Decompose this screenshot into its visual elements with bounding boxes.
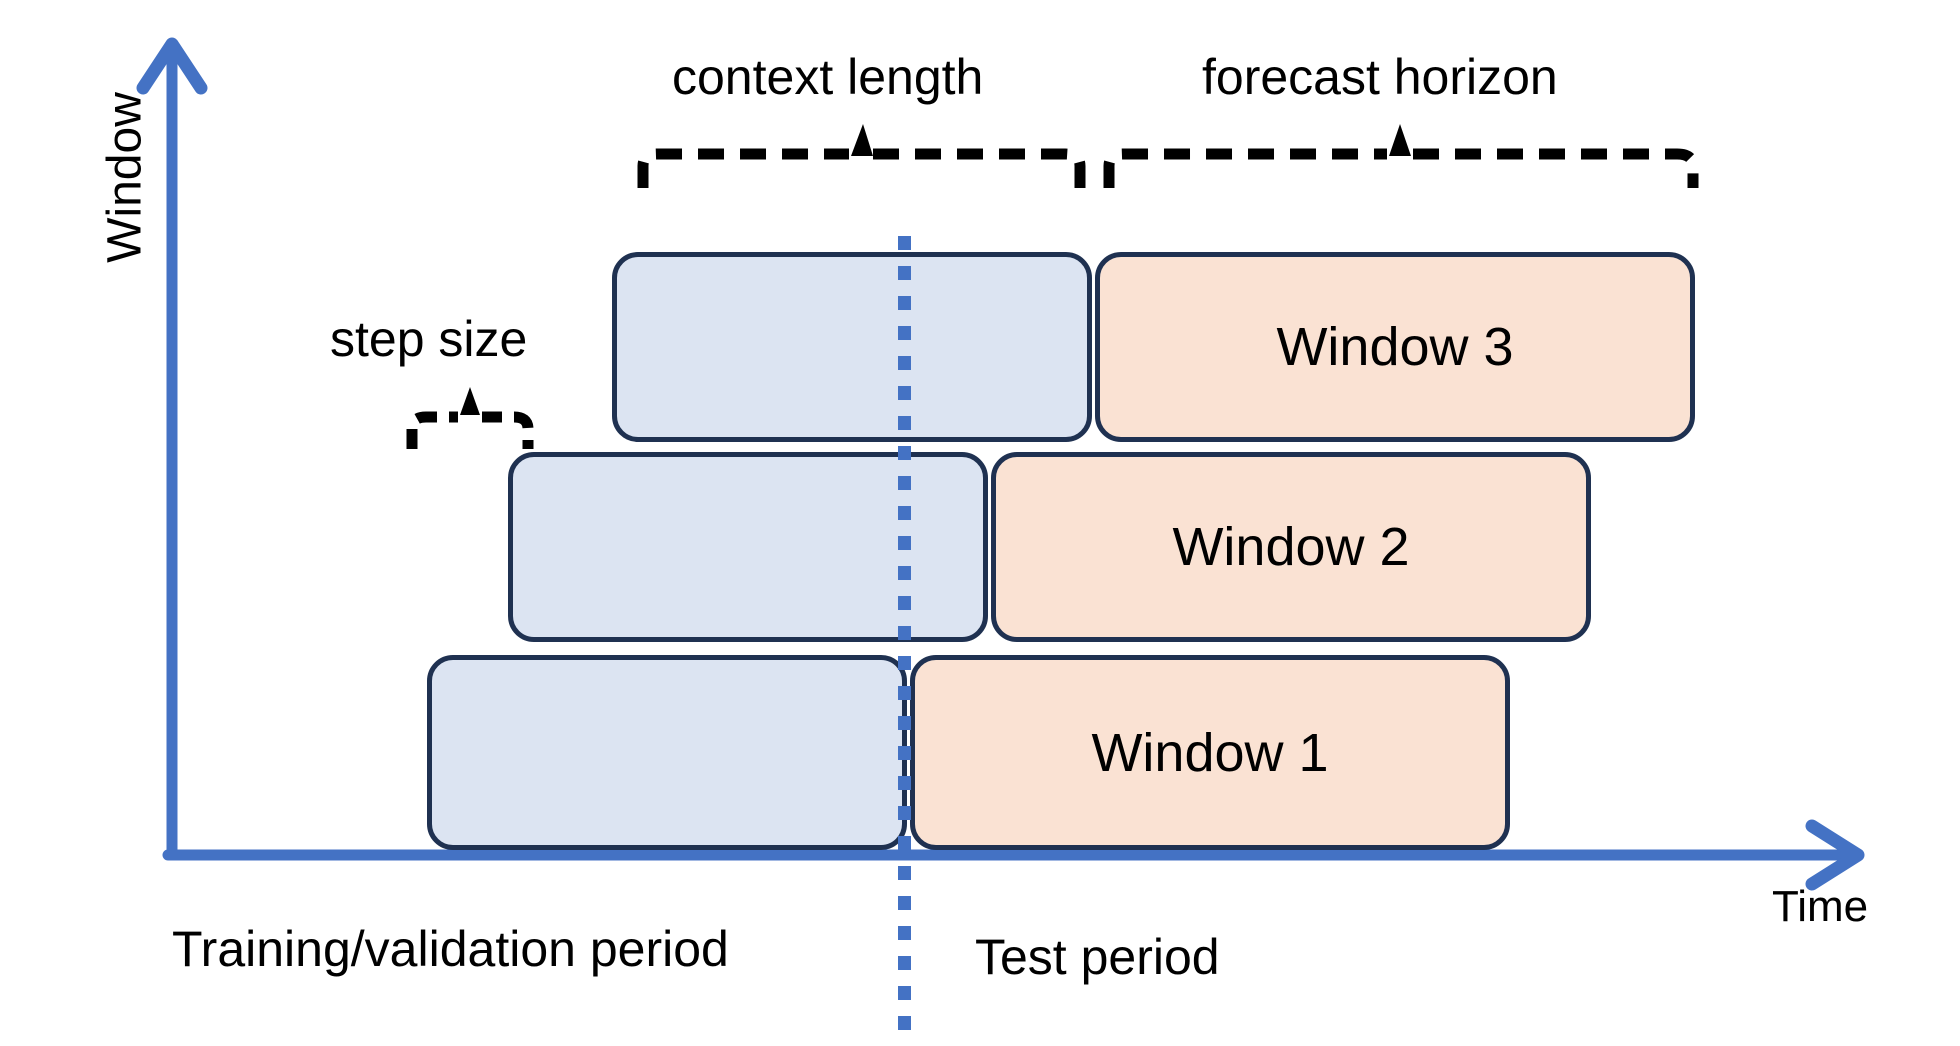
x-axis-label: Time [1772, 882, 1869, 931]
training-validation-period-label: Training/validation period [172, 921, 729, 977]
train-test-split-line [898, 236, 911, 1046]
window-1-forecast-box[interactable]: Window 1 [910, 655, 1510, 850]
window-1-label: Window 1 [1091, 722, 1329, 783]
test-period-label: Test period [975, 929, 1220, 985]
window-2-label: Window 2 [1172, 517, 1410, 577]
window-3-forecast-box[interactable]: Window 3 [1095, 252, 1695, 442]
window-2-context-box[interactable] [508, 452, 988, 642]
x-axis-arrow-icon [1805, 819, 1865, 891]
window-3-label: Window 3 [1276, 317, 1514, 377]
step-size-brace-icon [406, 387, 534, 449]
forecast-horizon-label: forecast horizon [1202, 49, 1558, 105]
context-length-brace-icon [637, 124, 1086, 188]
forecast-horizon-brace-icon [1103, 124, 1699, 188]
window-1-context-box[interactable] [427, 655, 907, 850]
context-length-label: context length [672, 49, 984, 105]
step-size-label: step size [330, 311, 528, 367]
y-axis-label: Window [98, 92, 152, 263]
window-3-context-box[interactable] [612, 252, 1092, 442]
window-2-forecast-box[interactable]: Window 2 [991, 452, 1591, 642]
